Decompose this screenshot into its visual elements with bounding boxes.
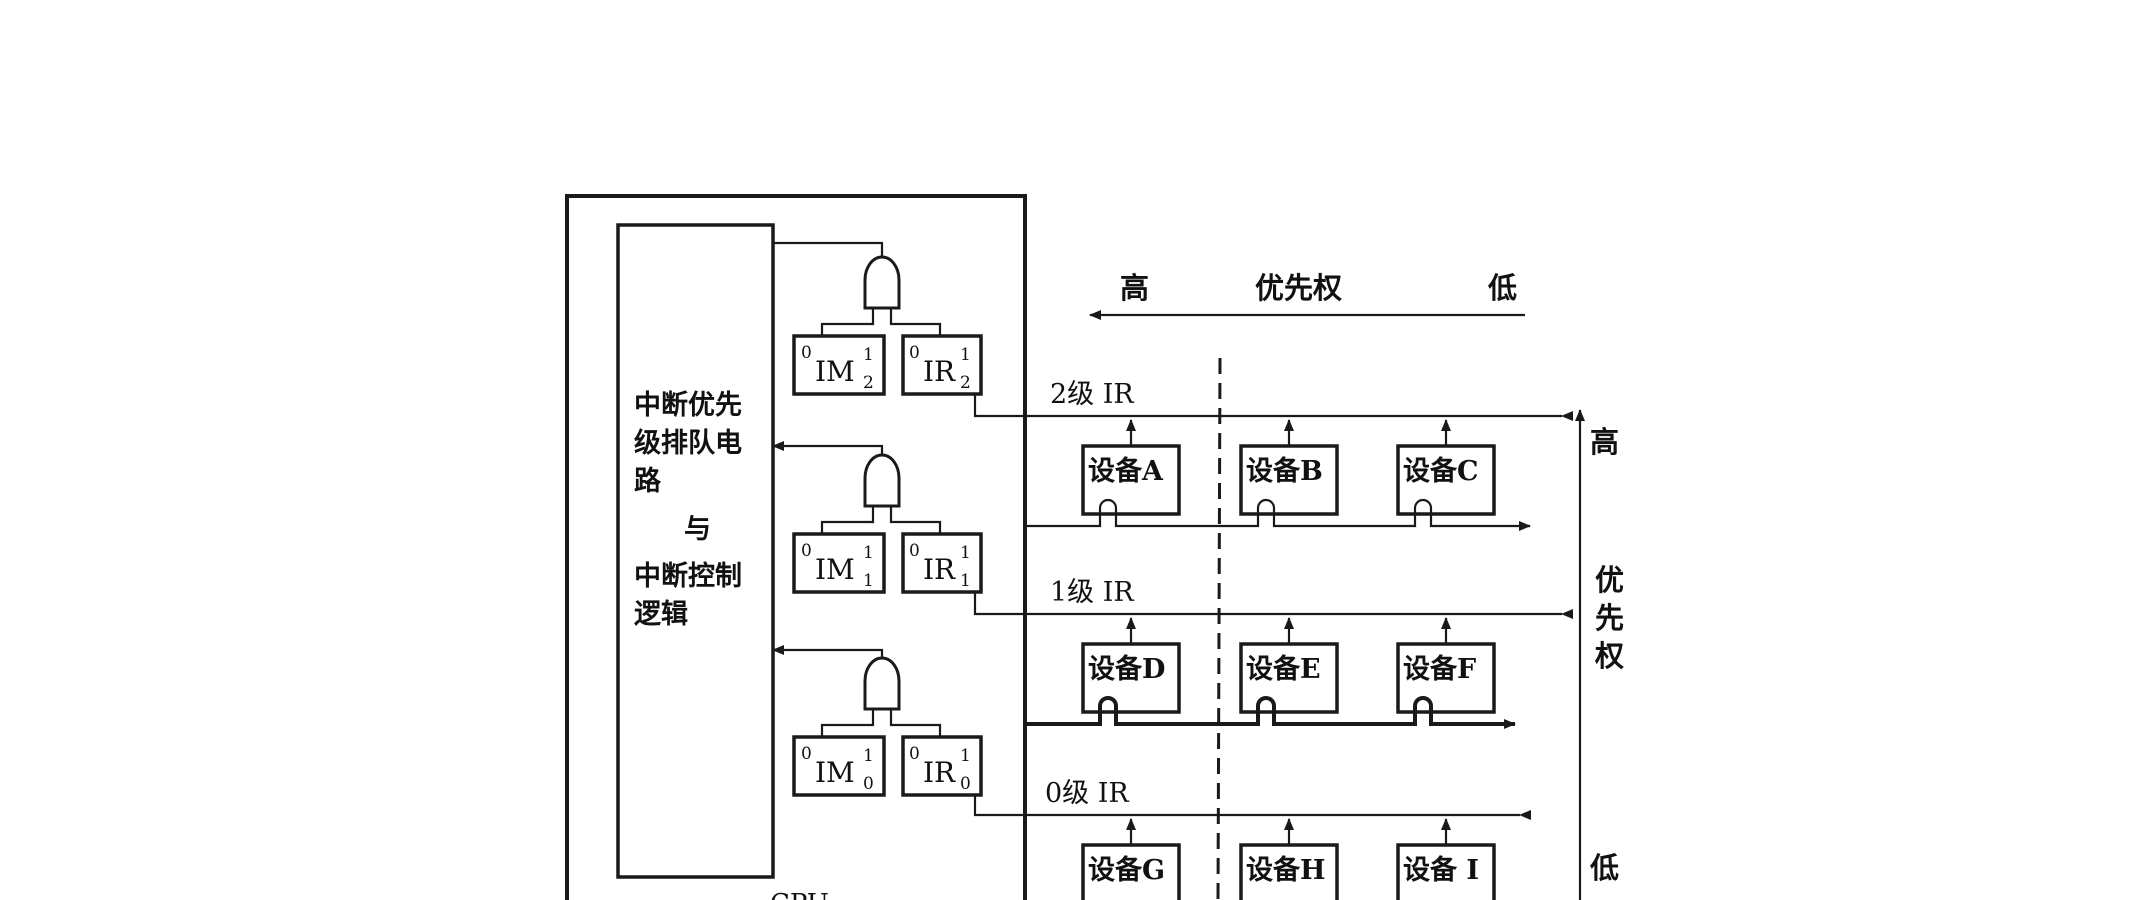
device-g-box (1081, 843, 1181, 900)
im-register (792, 735, 886, 797)
ir-level-label: 1级 IR (1050, 577, 1134, 608)
v-priority-title3: 权 (1594, 639, 1624, 673)
ir-reg-pre: 0 (909, 744, 920, 764)
daisy-chain-line (1025, 696, 1516, 729)
device-c-label: 设备C (1403, 456, 1479, 487)
ir-request-line (973, 592, 1562, 614)
im-reg-pre: 0 (801, 744, 812, 764)
and-gate-icon (863, 255, 901, 310)
im-reg-sup: 1 (863, 746, 874, 766)
level-2-group: 0 IM 1 2 0 IR 1 2 2级 IR 设备A 设备B 设备C (773, 241, 1562, 531)
device-g-label: 设备G (1088, 855, 1165, 886)
ir-reg-pre: 0 (909, 343, 920, 363)
v-priority-title2: 先 (1595, 601, 1624, 635)
im-reg-pre: 0 (801, 343, 812, 363)
im-reg-label: IM (815, 553, 855, 586)
device-e-label: 设备E (1246, 654, 1321, 685)
circuit-label-line1: 中断优先 (634, 390, 742, 421)
v-priority-title1: 优 (1595, 563, 1624, 597)
gate-input-wires (820, 506, 942, 534)
ir-reg-label: IR (923, 553, 956, 586)
priority-circuit-box (616, 223, 775, 879)
dashed-divider (1216, 357, 1222, 900)
device-f-label: 设备F (1403, 654, 1476, 685)
device-h-label: 设备H (1246, 855, 1326, 886)
im-reg-sub: 1 (863, 571, 874, 591)
im-reg-sup: 1 (863, 543, 874, 563)
device-i-label: 设备 I (1403, 855, 1479, 886)
ir-reg-label: IR (923, 355, 956, 388)
ir-reg-sub: 2 (960, 373, 971, 393)
daisy-chain-line (1025, 498, 1531, 531)
im-reg-label: IM (815, 355, 855, 388)
h-priority-high: 高 (1120, 271, 1149, 305)
and-gate-icon (863, 453, 901, 508)
cpu-label: CPU (770, 889, 829, 900)
device-d-box (1081, 642, 1181, 714)
device-d-label: 设备D (1088, 654, 1165, 685)
ir-register (901, 735, 983, 797)
ir-reg-pre: 0 (909, 541, 920, 561)
im-reg-sub: 0 (863, 774, 874, 794)
ir-register (901, 334, 983, 396)
circuit-label-line4: 与 (684, 514, 711, 545)
cpu-frame (565, 194, 1027, 900)
im-reg-sup: 1 (863, 345, 874, 365)
circuit-label-line5: 中断控制 (634, 561, 742, 592)
ir-reg-label: IR (923, 756, 956, 789)
ir-request-line (973, 795, 1520, 815)
device-b-label: 设备B (1246, 456, 1323, 487)
v-priority-low: 低 (1589, 851, 1619, 885)
h-priority-low: 低 (1487, 271, 1517, 305)
circuit-label-line3: 路 (634, 465, 662, 497)
ir-reg-sup: 1 (960, 746, 971, 766)
im-reg-sub: 2 (863, 373, 874, 393)
level-0-group: 0 IM 1 0 0 IR 1 0 0级 IR 设备G 设备H 设备 I (772, 645, 1520, 900)
gate-output-wire (772, 441, 884, 455)
gate-output-wire (773, 241, 884, 257)
level-1-group: 0 IM 1 1 0 IR 1 1 1级 IR 设备D 设备E 设备F (772, 441, 1562, 729)
ir-reg-sup: 1 (960, 543, 971, 563)
circuit-label-line2: 级排队电 (634, 427, 742, 459)
device-e-box (1239, 642, 1339, 714)
ir-reg-sub: 1 (960, 571, 971, 591)
im-register (792, 334, 886, 396)
im-reg-pre: 0 (801, 541, 812, 561)
device-a-box (1081, 444, 1181, 516)
ir-level-label: 0级 IR (1045, 778, 1129, 809)
im-register (792, 532, 886, 594)
ir-register (901, 532, 983, 594)
h-priority-title: 优先权 (1255, 271, 1342, 305)
device-a-label: 设备A (1088, 456, 1164, 487)
device-b-box (1239, 444, 1339, 516)
gate-input-wires (820, 308, 942, 336)
circuit-label-line6: 逻辑 (634, 599, 688, 630)
and-gate-icon (863, 656, 901, 711)
ir-level-label: 2级 IR (1050, 379, 1134, 410)
ir-request-line (973, 394, 1562, 416)
ir-reg-sup: 1 (960, 345, 971, 365)
v-priority-high: 高 (1590, 425, 1619, 459)
gate-output-wire (772, 645, 884, 658)
ir-reg-sub: 0 (960, 774, 971, 794)
device-f-box (1396, 642, 1496, 714)
gate-input-wires (820, 709, 942, 737)
im-reg-label: IM (815, 756, 855, 789)
